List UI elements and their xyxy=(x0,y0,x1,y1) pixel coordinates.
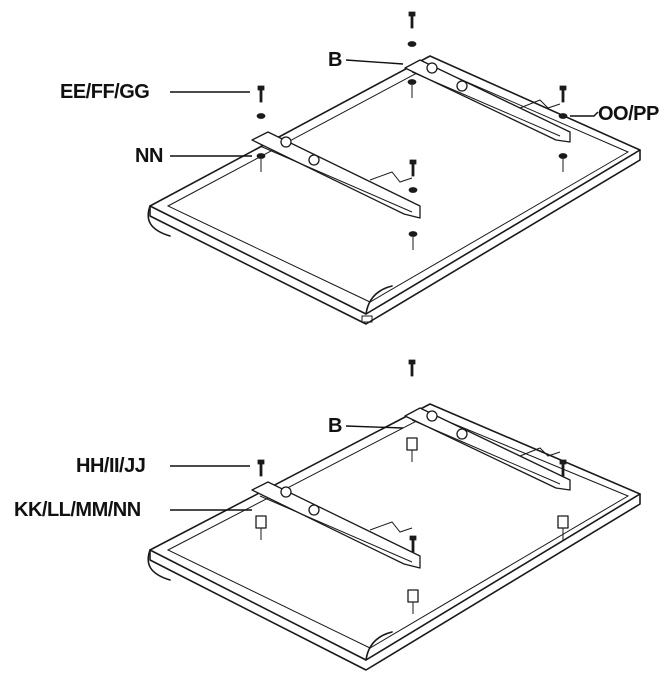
spacer-icon xyxy=(406,437,418,451)
leader-oo-pp xyxy=(570,111,599,117)
top-panel: B EE/FF/GG NN OO/PP xyxy=(60,11,660,325)
screw-icon xyxy=(409,535,417,553)
callout-b-top: B xyxy=(328,49,342,71)
tv-panel-bottom xyxy=(147,403,641,671)
bracket-nn xyxy=(251,131,421,219)
screw-icon xyxy=(257,459,265,477)
washer-icon xyxy=(408,231,418,237)
washer-icon xyxy=(407,41,417,47)
screw-icon xyxy=(408,359,416,377)
screw-icon xyxy=(559,459,567,477)
hardware-bottom xyxy=(255,359,569,614)
washer-icon xyxy=(408,187,418,193)
spacer-icon xyxy=(407,589,419,603)
leader-b-top xyxy=(345,59,404,65)
washer-icon xyxy=(256,113,266,119)
callout-hh-ii-jj: HH/II/JJ xyxy=(76,455,145,477)
washer-icon xyxy=(558,113,568,119)
callout-kk-ll-mm-nn: KK/LL/MM/NN xyxy=(14,499,141,521)
callout-b-bottom: B xyxy=(328,415,342,437)
washer-icon xyxy=(407,79,417,85)
bracket-b-bottom xyxy=(404,407,571,491)
bracket-left-bottom xyxy=(251,481,421,569)
hardware-top xyxy=(256,11,568,250)
callout-ee-ff-gg: EE/FF/GG xyxy=(60,81,149,103)
leader-b-bottom xyxy=(345,425,404,429)
spacer-icon xyxy=(557,515,569,529)
washer-icon xyxy=(558,153,568,159)
screw-icon xyxy=(257,85,265,103)
callout-oo-pp: OO/PP xyxy=(598,103,659,125)
callout-nn: NN xyxy=(135,145,163,167)
washer-icon xyxy=(256,153,266,159)
screw-icon xyxy=(559,85,567,103)
spacer-icon xyxy=(255,515,267,529)
screw-icon xyxy=(409,159,417,177)
bracket-b-top xyxy=(404,59,571,143)
bottom-panel: B HH/II/JJ KK/LL/MM/NN xyxy=(14,359,641,671)
screw-icon xyxy=(408,11,416,29)
tv-panel-top xyxy=(147,55,641,325)
